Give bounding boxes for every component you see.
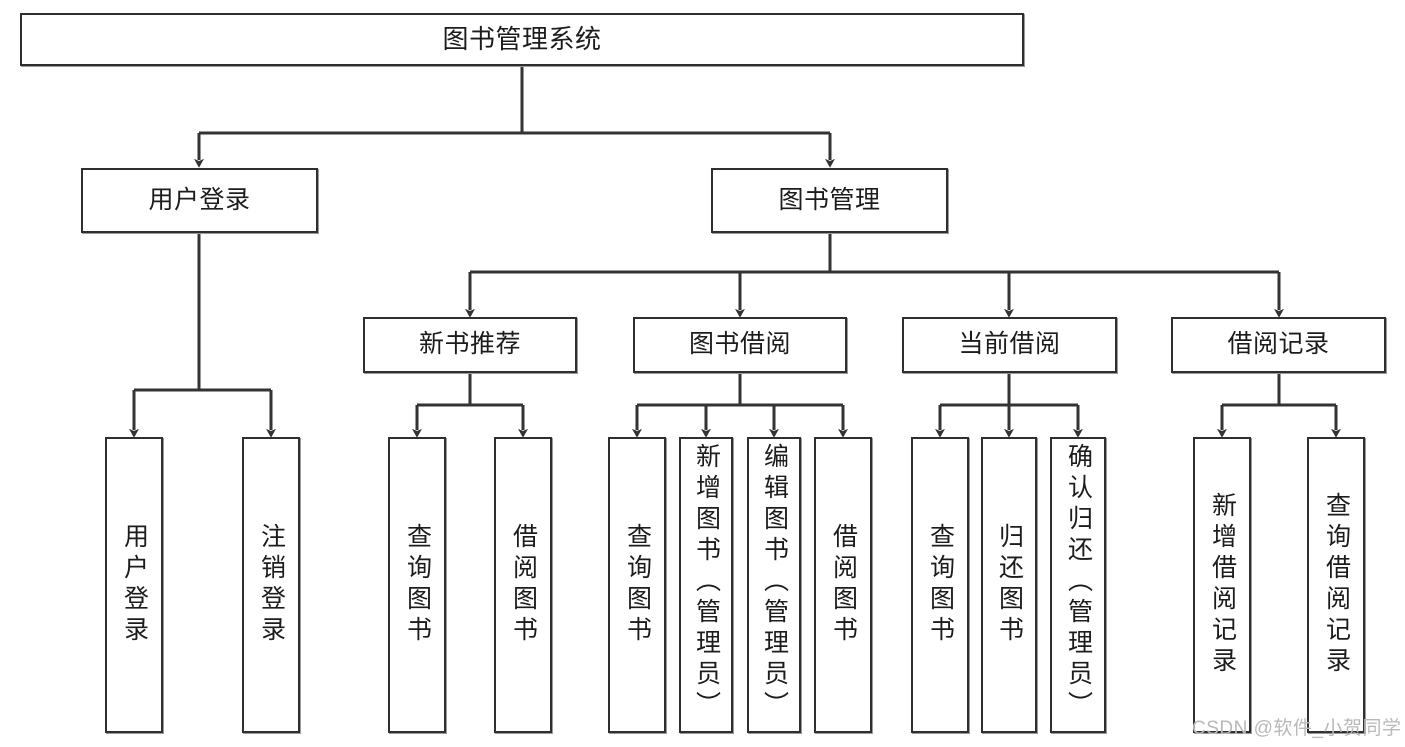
node-leaf-add-book-admin[interactable]: 新增图书（管理员） bbox=[679, 437, 733, 733]
node-label: 新增图书（管理员） bbox=[692, 443, 721, 722]
node-label: 借阅图书 bbox=[509, 523, 538, 647]
node-leaf-borrow-book-new-book[interactable]: 借阅图书 bbox=[494, 437, 552, 733]
node-label: 图书管理系统 bbox=[442, 24, 602, 55]
node-new-book-recommend[interactable]: 新书推荐 bbox=[363, 317, 577, 373]
node-label: 编辑图书（管理员） bbox=[760, 443, 789, 722]
node-leaf-confirm-return-admin[interactable]: 确认归还（管理员） bbox=[1050, 437, 1106, 733]
node-leaf-borrow-book-borrow[interactable]: 借阅图书 bbox=[814, 437, 872, 733]
node-current-borrow[interactable]: 当前借阅 bbox=[902, 317, 1117, 373]
node-label: 确认归还（管理员） bbox=[1064, 443, 1093, 722]
node-label: 用户登录 bbox=[148, 185, 251, 214]
node-leaf-user-login[interactable]: 用户登录 bbox=[105, 437, 163, 733]
node-book-borrow[interactable]: 图书借阅 bbox=[633, 317, 847, 373]
node-label: 图书借阅 bbox=[688, 330, 791, 359]
node-root-book-management-system[interactable]: 图书管理系统 bbox=[20, 13, 1024, 66]
node-label: 新增借阅记录 bbox=[1208, 492, 1237, 678]
node-label: 查询图书 bbox=[926, 523, 955, 647]
node-leaf-logout-login[interactable]: 注销登录 bbox=[242, 437, 300, 733]
node-leaf-edit-book-admin[interactable]: 编辑图书（管理员） bbox=[747, 437, 801, 733]
node-leaf-query-borrow-record[interactable]: 查询借阅记录 bbox=[1307, 437, 1365, 733]
node-label: 当前借阅 bbox=[958, 330, 1061, 359]
node-label: 归还图书 bbox=[995, 523, 1024, 647]
node-label: 借阅图书 bbox=[829, 523, 858, 647]
node-label: 查询借阅记录 bbox=[1322, 492, 1351, 678]
node-leaf-query-book-borrow[interactable]: 查询图书 bbox=[608, 437, 666, 733]
node-user-login[interactable]: 用户登录 bbox=[81, 168, 318, 233]
node-book-management[interactable]: 图书管理 bbox=[711, 168, 948, 233]
node-label: 用户登录 bbox=[120, 523, 149, 647]
node-leaf-add-borrow-record[interactable]: 新增借阅记录 bbox=[1193, 437, 1251, 733]
node-label: 查询图书 bbox=[403, 523, 432, 647]
node-label: 注销登录 bbox=[257, 523, 286, 647]
node-leaf-query-book-new-book[interactable]: 查询图书 bbox=[388, 437, 446, 733]
node-leaf-return-book[interactable]: 归还图书 bbox=[981, 437, 1037, 733]
node-borrow-record[interactable]: 借阅记录 bbox=[1171, 317, 1386, 373]
node-label: 新书推荐 bbox=[418, 330, 521, 359]
watermark: CSDN @软件_小贺同学 bbox=[1192, 718, 1402, 739]
node-label: 借阅记录 bbox=[1227, 330, 1330, 359]
node-label: 图书管理 bbox=[778, 185, 881, 214]
node-leaf-query-book-current[interactable]: 查询图书 bbox=[911, 437, 969, 733]
node-label: 查询图书 bbox=[623, 523, 652, 647]
